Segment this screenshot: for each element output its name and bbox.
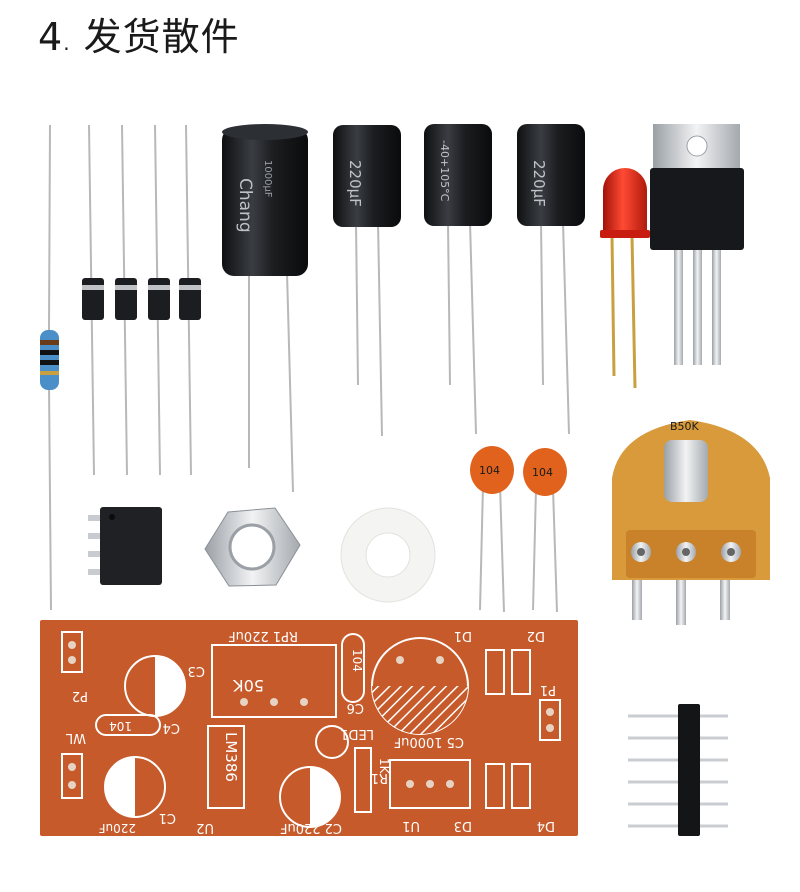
pcb-label-u1: U1 [402,818,420,833]
pcb-label-cap104: 104 [350,649,364,672]
pcb-label-d4: D4 [537,818,555,833]
ceramic-label-b: 104 [532,466,553,479]
pcb-label-pot-value: 50K [233,676,264,695]
diodes [82,124,201,476]
ic-chip [88,507,162,585]
cap-marking-c: 220μF [530,160,548,207]
pcb-label-d3: D3 [454,818,472,833]
cap-brand: Chang [235,178,255,233]
hex-nut [204,507,301,587]
ceramic-label-a: 104 [479,464,500,477]
pcb-label-c3: C3 [188,663,205,678]
pcb-label-rp1: RP1 220uF [228,628,298,643]
title-text: 发货散件 [83,15,240,59]
cap-temp-b: -40+105°C [438,140,451,202]
pcb-label-c6: C6 [347,700,364,715]
pcb-label-r1: R1 [371,770,388,785]
washer [340,507,436,603]
pcb-label-p2: P2 [72,688,88,703]
cap-rating: 1000μF [262,160,273,198]
pcb-label-c4: C4 [163,720,180,735]
pcb-label-r1-value: 1K [377,758,391,775]
pcb-label-c5: C5 1000uF [394,734,464,749]
voltage-regulator [650,124,744,365]
resistor [40,124,59,611]
pcb-label-u2: U2 [196,820,214,835]
title-number: 4 [38,15,64,59]
pcb-label-p1: P1 [540,682,556,697]
page-title: 4. 发货散件 [38,6,240,61]
pcb-label-d2: D2 [527,628,545,643]
pin-header [628,704,728,836]
pcb-label-c2: C2 220uF [280,820,342,835]
capacitor-1000uf: Chang 1000μF [222,124,308,493]
ceramic-capacitor-a: 104 [470,446,514,613]
capacitor-220uf-c: 220μF [517,124,585,435]
pot-label: B50K [670,420,700,433]
pcb-label-d1: D1 [454,628,472,643]
cap-marking-a: 220μF [346,160,364,207]
pcb-label-c1: C1 [159,810,176,825]
pcb-label-c1-value: 220uF [98,821,136,835]
pcb-label-wl: WL [65,730,86,745]
title-separator: . [63,31,71,55]
capacitor-220uf-b: -40+105°C [424,124,492,435]
ceramic-capacitor-b: 104 [523,448,567,613]
pcb-label-ic: LM386 [222,732,240,782]
capacitor-220uf-a: 220μF [333,125,401,437]
pcb-label-led1: LED1 [340,726,374,741]
pcb-board: RP1 220uF D1 D2 C3 50K 104 C6 P2 C4 104 … [40,620,578,836]
potentiometer: B50K [612,420,770,625]
pcb-label-c4-value: 104 [109,719,132,733]
led [600,168,650,389]
